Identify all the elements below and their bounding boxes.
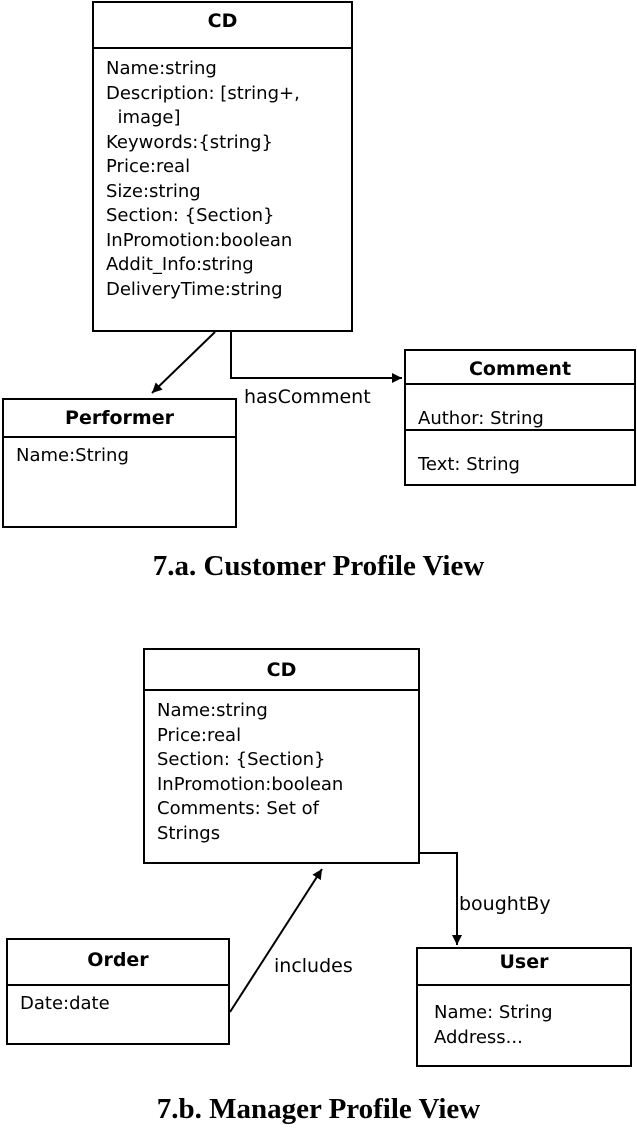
- order-class-title: Order: [8, 940, 228, 986]
- attribute-line: Address...: [434, 1026, 523, 1048]
- attribute-line: Name: String: [434, 1002, 553, 1023]
- attribute-line: Section: {Section}: [106, 205, 275, 226]
- includes-arrow: [229, 868, 323, 1013]
- cd-class-manager-title: CD: [145, 650, 418, 691]
- attribute-line: Strings: [157, 822, 221, 844]
- attribute-line: Addit_Info:string: [106, 254, 254, 275]
- user-class-title: User: [418, 949, 630, 986]
- performer-class-attributes: Name:String: [4, 438, 235, 469]
- attribute-line: Section: {Section}: [157, 749, 326, 770]
- performer-class: Performer Name:String: [2, 398, 237, 528]
- comment-class: Comment Author: String Text: String: [404, 349, 636, 486]
- attribute-line: Price:real: [106, 156, 191, 177]
- attribute-line: Date:date: [20, 993, 110, 1014]
- bought-by-arrow: [420, 852, 462, 945]
- attribute-line: Name:String: [16, 445, 129, 466]
- includes-label: includes: [274, 955, 353, 977]
- cd-to-performer-arrow: [151, 331, 216, 394]
- attribute-line: InPromotion:boolean: [106, 229, 293, 251]
- has-comment-arrow: [230, 332, 402, 383]
- attribute-line: Comments: Set of: [157, 798, 319, 819]
- has-comment-label: hasComment: [244, 386, 371, 408]
- bought-by-label: boughtBy: [459, 893, 551, 915]
- order-class: Order Date:date: [6, 938, 230, 1045]
- attribute-line: Keywords:{string}: [106, 131, 273, 153]
- attribute-line: Price:real: [157, 724, 242, 746]
- attribute-line: image]: [106, 107, 181, 128]
- attribute-line: Description: [string+,: [106, 82, 300, 104]
- performer-class-title: Performer: [4, 400, 235, 438]
- attribute-line: Name:string: [106, 58, 217, 79]
- attribute-line: InPromotion:boolean: [157, 773, 344, 795]
- comment-class-title: Comment: [406, 351, 634, 385]
- cd-class-customer-title: CD: [94, 3, 351, 49]
- comment-author-attribute: Author: String: [406, 385, 634, 431]
- customer-view-caption: 7.a. Customer Profile View: [152, 550, 485, 582]
- order-class-attributes: Date:date: [8, 986, 228, 1017]
- attribute-line: DeliveryTime:string: [106, 278, 283, 300]
- comment-text-attribute: Text: String: [418, 454, 520, 475]
- attribute-line: Name:string: [157, 700, 268, 721]
- manager-view-caption: 7.b. Manager Profile View: [156, 1093, 481, 1125]
- attribute-line: Size:string: [106, 180, 201, 202]
